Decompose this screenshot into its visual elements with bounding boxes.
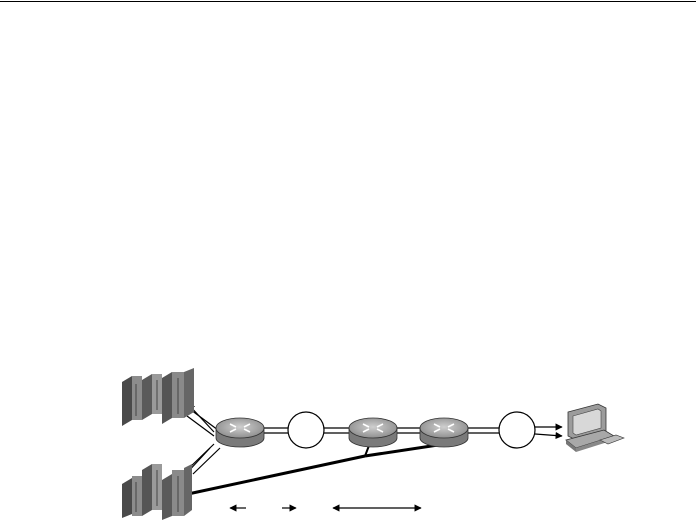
router-icon (419, 417, 469, 448)
server-rack-icon (122, 368, 194, 426)
workstation-icon (565, 403, 625, 452)
double-links (186, 409, 499, 475)
link-router-2-to-router-3 (364, 443, 439, 458)
arrow-to-workstation-lower (534, 431, 563, 440)
link-server-bottom-to-router-2 (187, 454, 366, 496)
flow-arrows (184, 403, 563, 512)
network-circle-icon (287, 411, 325, 449)
router-icon (348, 417, 398, 448)
router-icon (215, 417, 265, 448)
server-rack-icon (122, 464, 192, 520)
network-circle-icon (498, 411, 536, 449)
